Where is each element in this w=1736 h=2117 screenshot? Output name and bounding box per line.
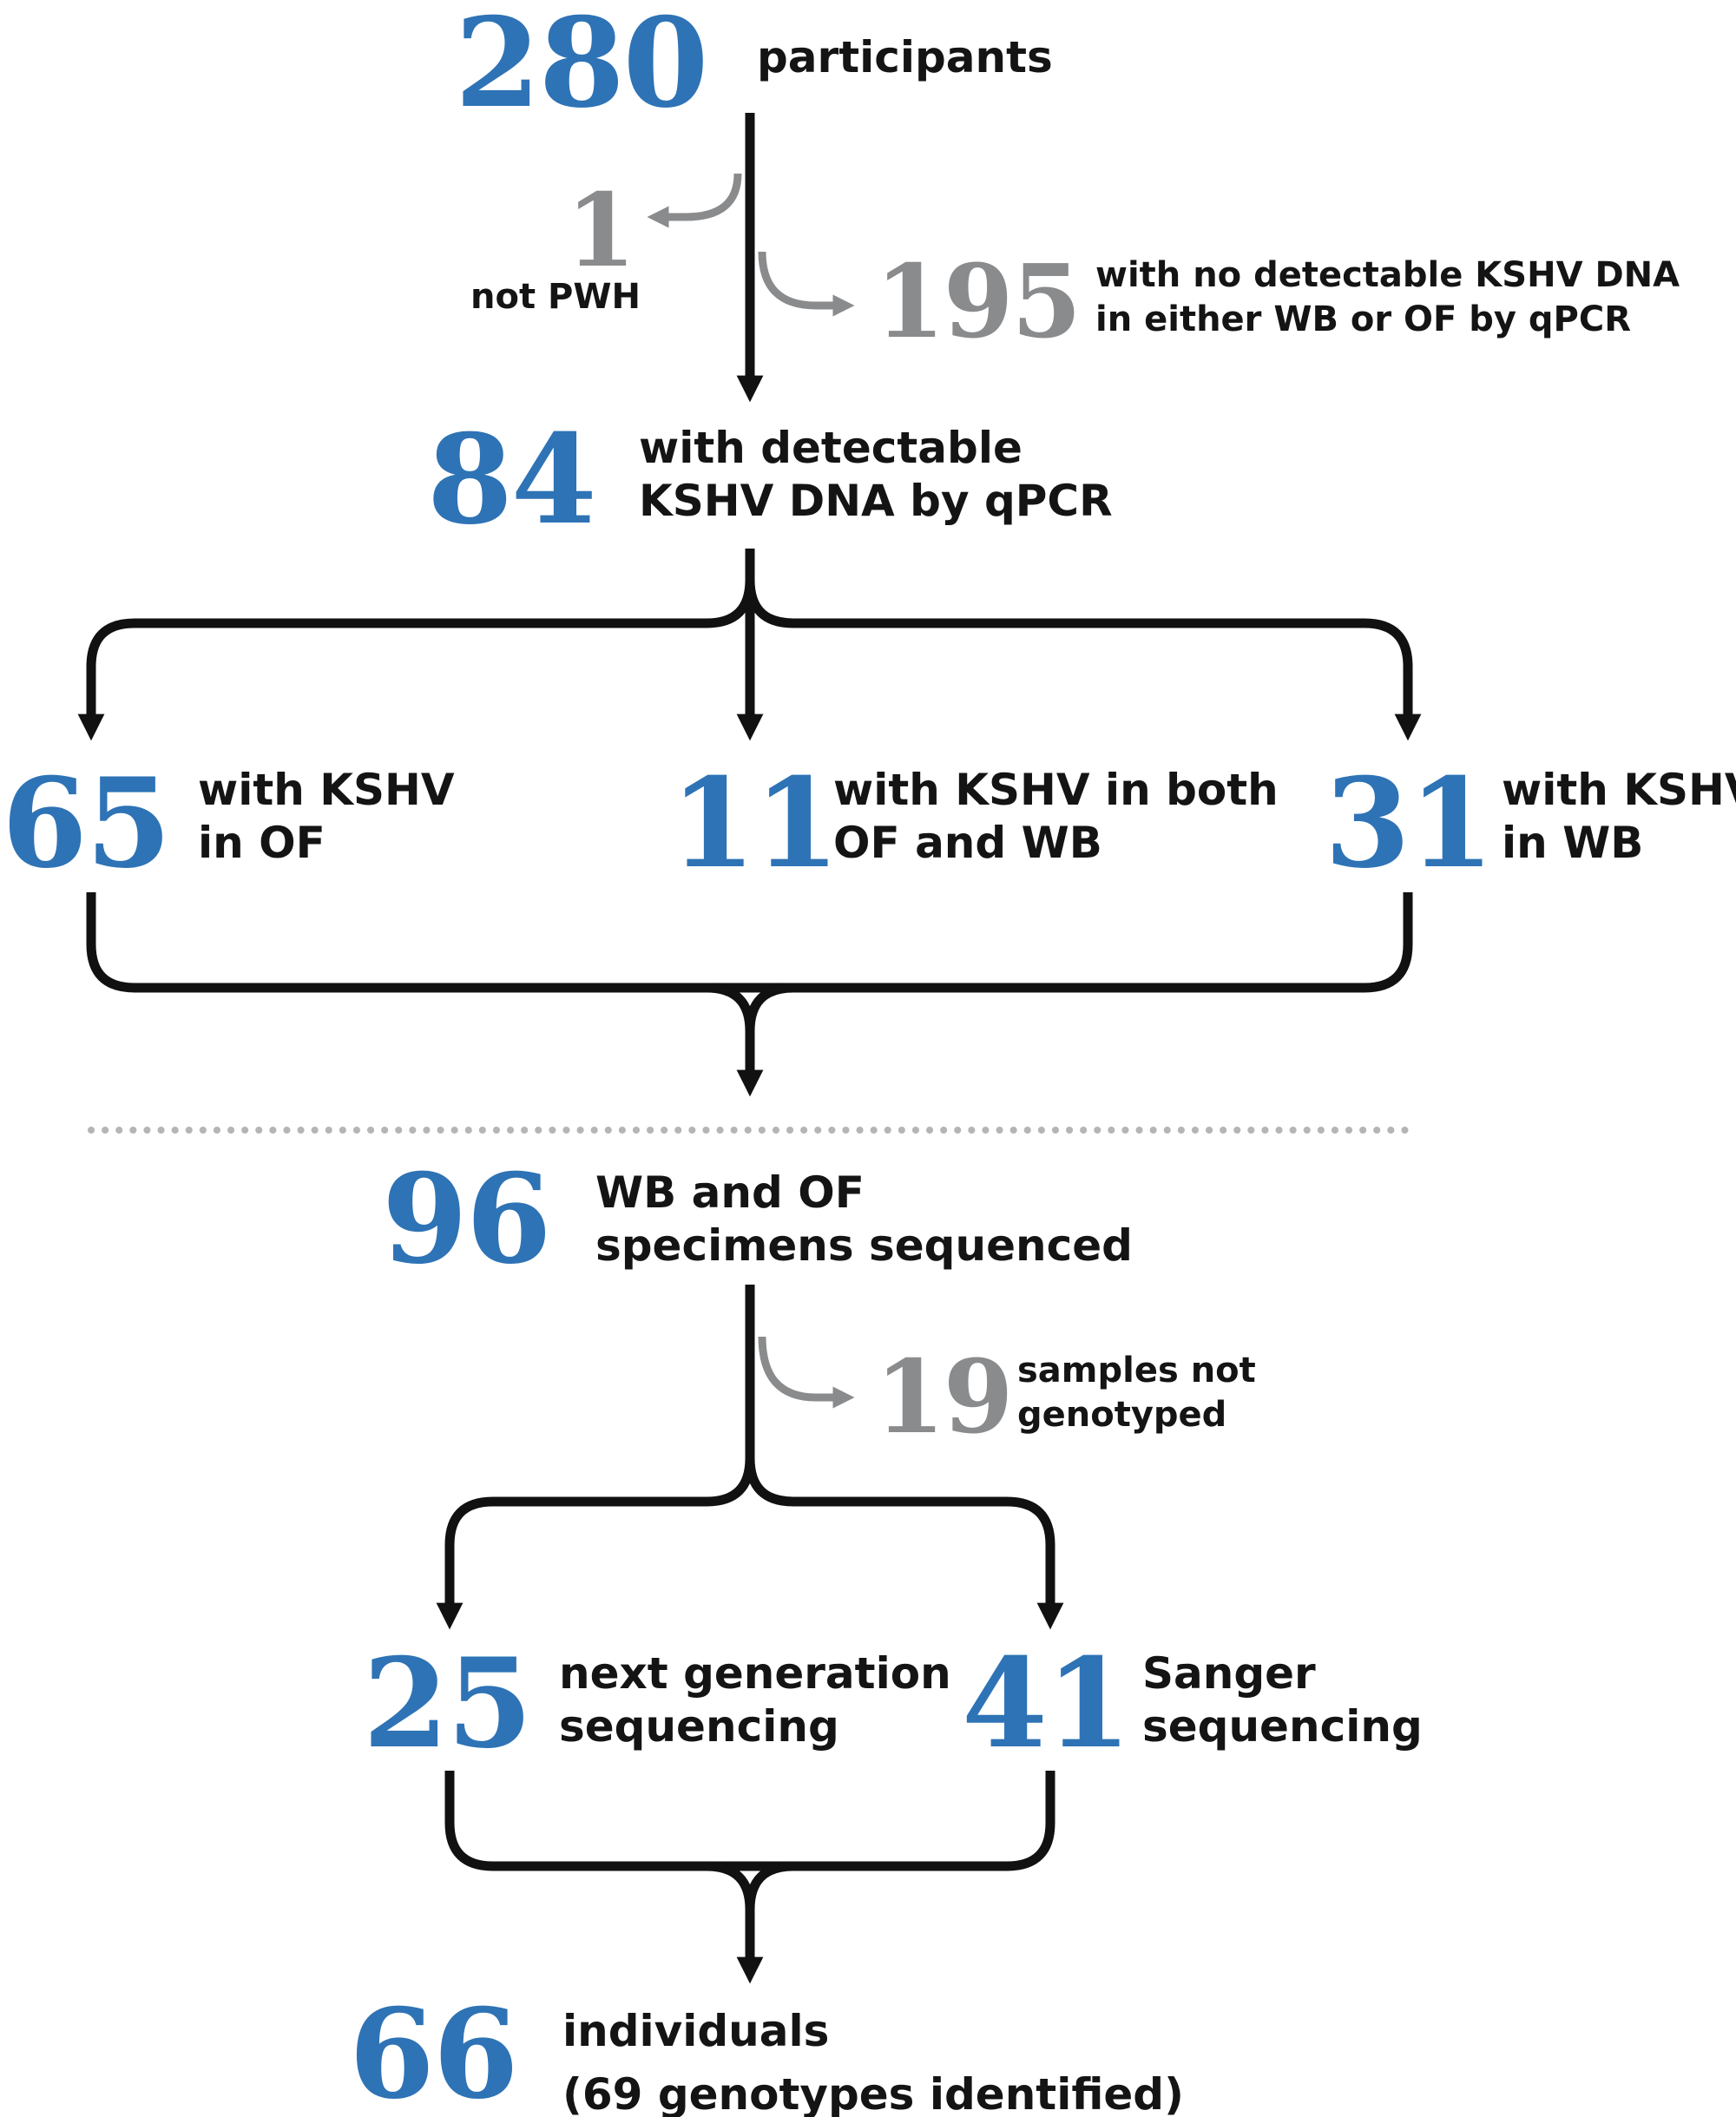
no-kshv-label: with no detectable KSHV DNA in either WB…: [1095, 253, 1680, 342]
arrow-merge-to-sequenced: [706, 983, 794, 1083]
sequenced-label-line2: specimens sequenced: [595, 1220, 1133, 1271]
individuals-label-line2: (69 genotypes identified): [562, 2068, 1184, 2117]
merge-bracket-top: [86, 892, 1413, 993]
arrow-to-not-genotyped: [758, 1336, 855, 1409]
both-count: 11: [670, 752, 840, 896]
detectable-label: with detectable KSHV DNA by qPCR: [639, 422, 1113, 528]
not-pwh-label-line1: not PWH: [470, 277, 641, 317]
sanger-count: 41: [962, 1632, 1132, 1776]
both-label: with KSHV in both OF and WB: [833, 764, 1279, 870]
ngs-label-line1: next generation: [559, 1648, 951, 1699]
in-of-label-line2: in OF: [198, 818, 326, 868]
no-kshv-label-line1: with no detectable KSHV DNA: [1095, 255, 1680, 295]
detectable-label-line1: with detectable: [639, 423, 1023, 473]
in-wb-label-line1: with KSHV: [1502, 765, 1736, 815]
sanger-label-line2: sequencing: [1142, 1701, 1423, 1752]
in-wb-label-line2: in WB: [1502, 818, 1644, 868]
arrow-merge-to-individuals: [706, 1861, 794, 1970]
not-genotyped-count: 19: [875, 1338, 1013, 1456]
in-of-label: with KSHV in OF: [198, 764, 455, 870]
detectable-count: 84: [427, 408, 597, 552]
not-genotyped-label-line1: samples not: [1017, 1351, 1256, 1391]
arrow-sequenced-to-sanger: [745, 1457, 1064, 1630]
ngs-label-line2: sequencing: [559, 1701, 839, 1752]
sequenced-label: WB and OF specimens sequenced: [595, 1167, 1133, 1272]
ngs-count: 25: [363, 1632, 533, 1776]
arrow-detectable-to-in-of: [77, 549, 755, 741]
sequenced-count: 96: [382, 1147, 552, 1292]
no-kshv-label-line2: in either WB or OF by qPCR: [1095, 299, 1631, 340]
individuals-count: 66: [349, 1982, 519, 2117]
merge-bracket-bottom: [444, 1771, 1055, 1871]
not-genotyped-label-line2: genotyped: [1017, 1395, 1227, 1436]
arrow-detectable-to-in-wb: [745, 579, 1422, 741]
detectable-label-line2: KSHV DNA by qPCR: [639, 476, 1113, 526]
in-wb-count: 31: [1325, 752, 1495, 896]
not-pwh-count: 1: [566, 172, 636, 290]
sanger-label-line1: Sanger: [1142, 1648, 1316, 1699]
individuals-label: individuals (69 genotypes identified): [562, 2000, 1184, 2117]
in-of-count: 65: [2, 752, 172, 896]
in-of-label-line1: with KSHV: [198, 765, 455, 815]
not-pwh-label: not PWH: [470, 276, 641, 319]
arrow-to-no-kshv: [758, 251, 855, 317]
arrow-to-not-pwh: [647, 173, 742, 228]
sequenced-label-line1: WB and OF: [595, 1167, 865, 1218]
both-label-line1: with KSHV in both: [833, 765, 1279, 815]
in-wb-label: with KSHV in WB: [1502, 764, 1736, 870]
sanger-label: Sanger sequencing: [1142, 1647, 1423, 1753]
participants-count: 280: [455, 0, 708, 135]
no-kshv-count: 195: [875, 243, 1082, 361]
arrow-sequenced-to-ngs: [436, 1457, 755, 1630]
both-label-line2: OF and WB: [833, 818, 1102, 868]
individuals-label-line1: individuals: [562, 2006, 830, 2056]
not-genotyped-label: samples not genotyped: [1017, 1349, 1256, 1437]
participants-label-line1: participants: [757, 32, 1053, 82]
ngs-label: next generation sequencing: [559, 1647, 951, 1753]
participants-label: participants: [757, 31, 1053, 84]
